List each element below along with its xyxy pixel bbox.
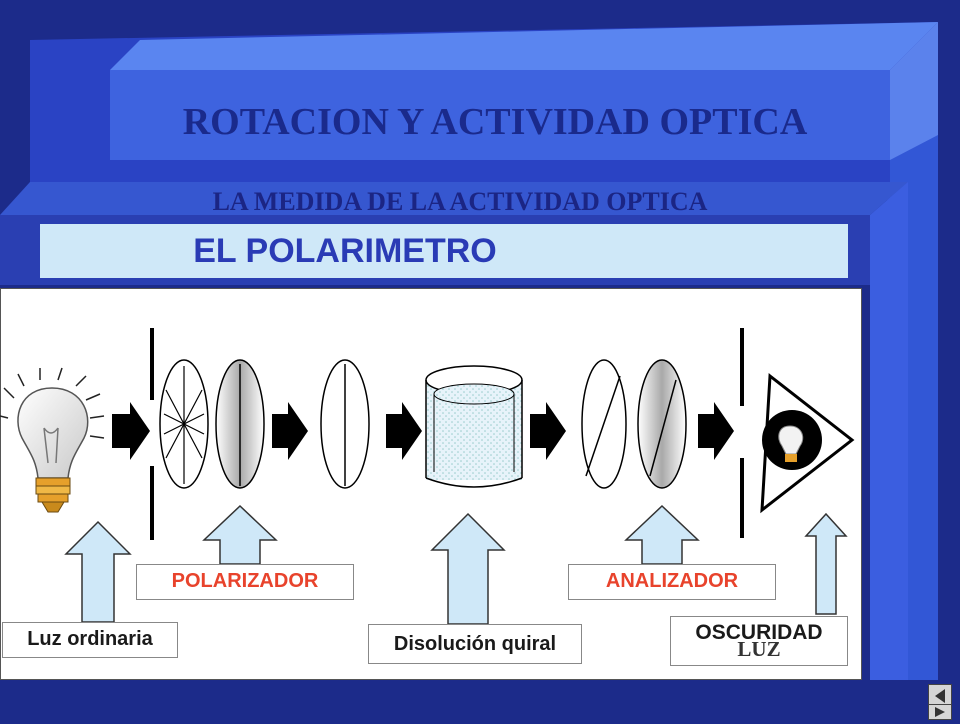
light-bulb-icon — [0, 367, 105, 513]
band-title: EL POLARIMETRO — [193, 232, 497, 270]
beam-arrows — [112, 402, 734, 460]
diagram-panel — [0, 288, 862, 680]
nav-forward-icon — [935, 707, 945, 717]
title-band — [40, 224, 848, 278]
polarimeter-diagram — [0, 328, 855, 625]
sample-cell — [425, 365, 523, 488]
slide-title: ROTACION Y ACTIVIDAD OPTICA — [182, 101, 808, 143]
nav-forward-button[interactable] — [928, 704, 952, 720]
luz-label: LUZ — [737, 637, 781, 661]
disolucion-quiral-label: Disolución quiral — [368, 624, 582, 664]
analyzer-lens — [637, 359, 687, 489]
polarizador-label: POLARIZADOR — [136, 564, 354, 600]
oscuridad-luz-box: OSCURIDAD LUZ — [670, 616, 848, 666]
nav-back-icon — [935, 689, 945, 703]
slide-subtitle: LA MEDIDA DE LA ACTIVIDAD OPTICA — [212, 187, 708, 216]
eye-icon — [760, 373, 855, 514]
unpolarized-light — [159, 359, 209, 489]
analizador-label: ANALIZADOR — [568, 564, 776, 600]
luz-ordinaria-label: Luz ordinaria — [2, 622, 178, 658]
oscuridad-label: OSCURIDAD — [695, 621, 823, 644]
